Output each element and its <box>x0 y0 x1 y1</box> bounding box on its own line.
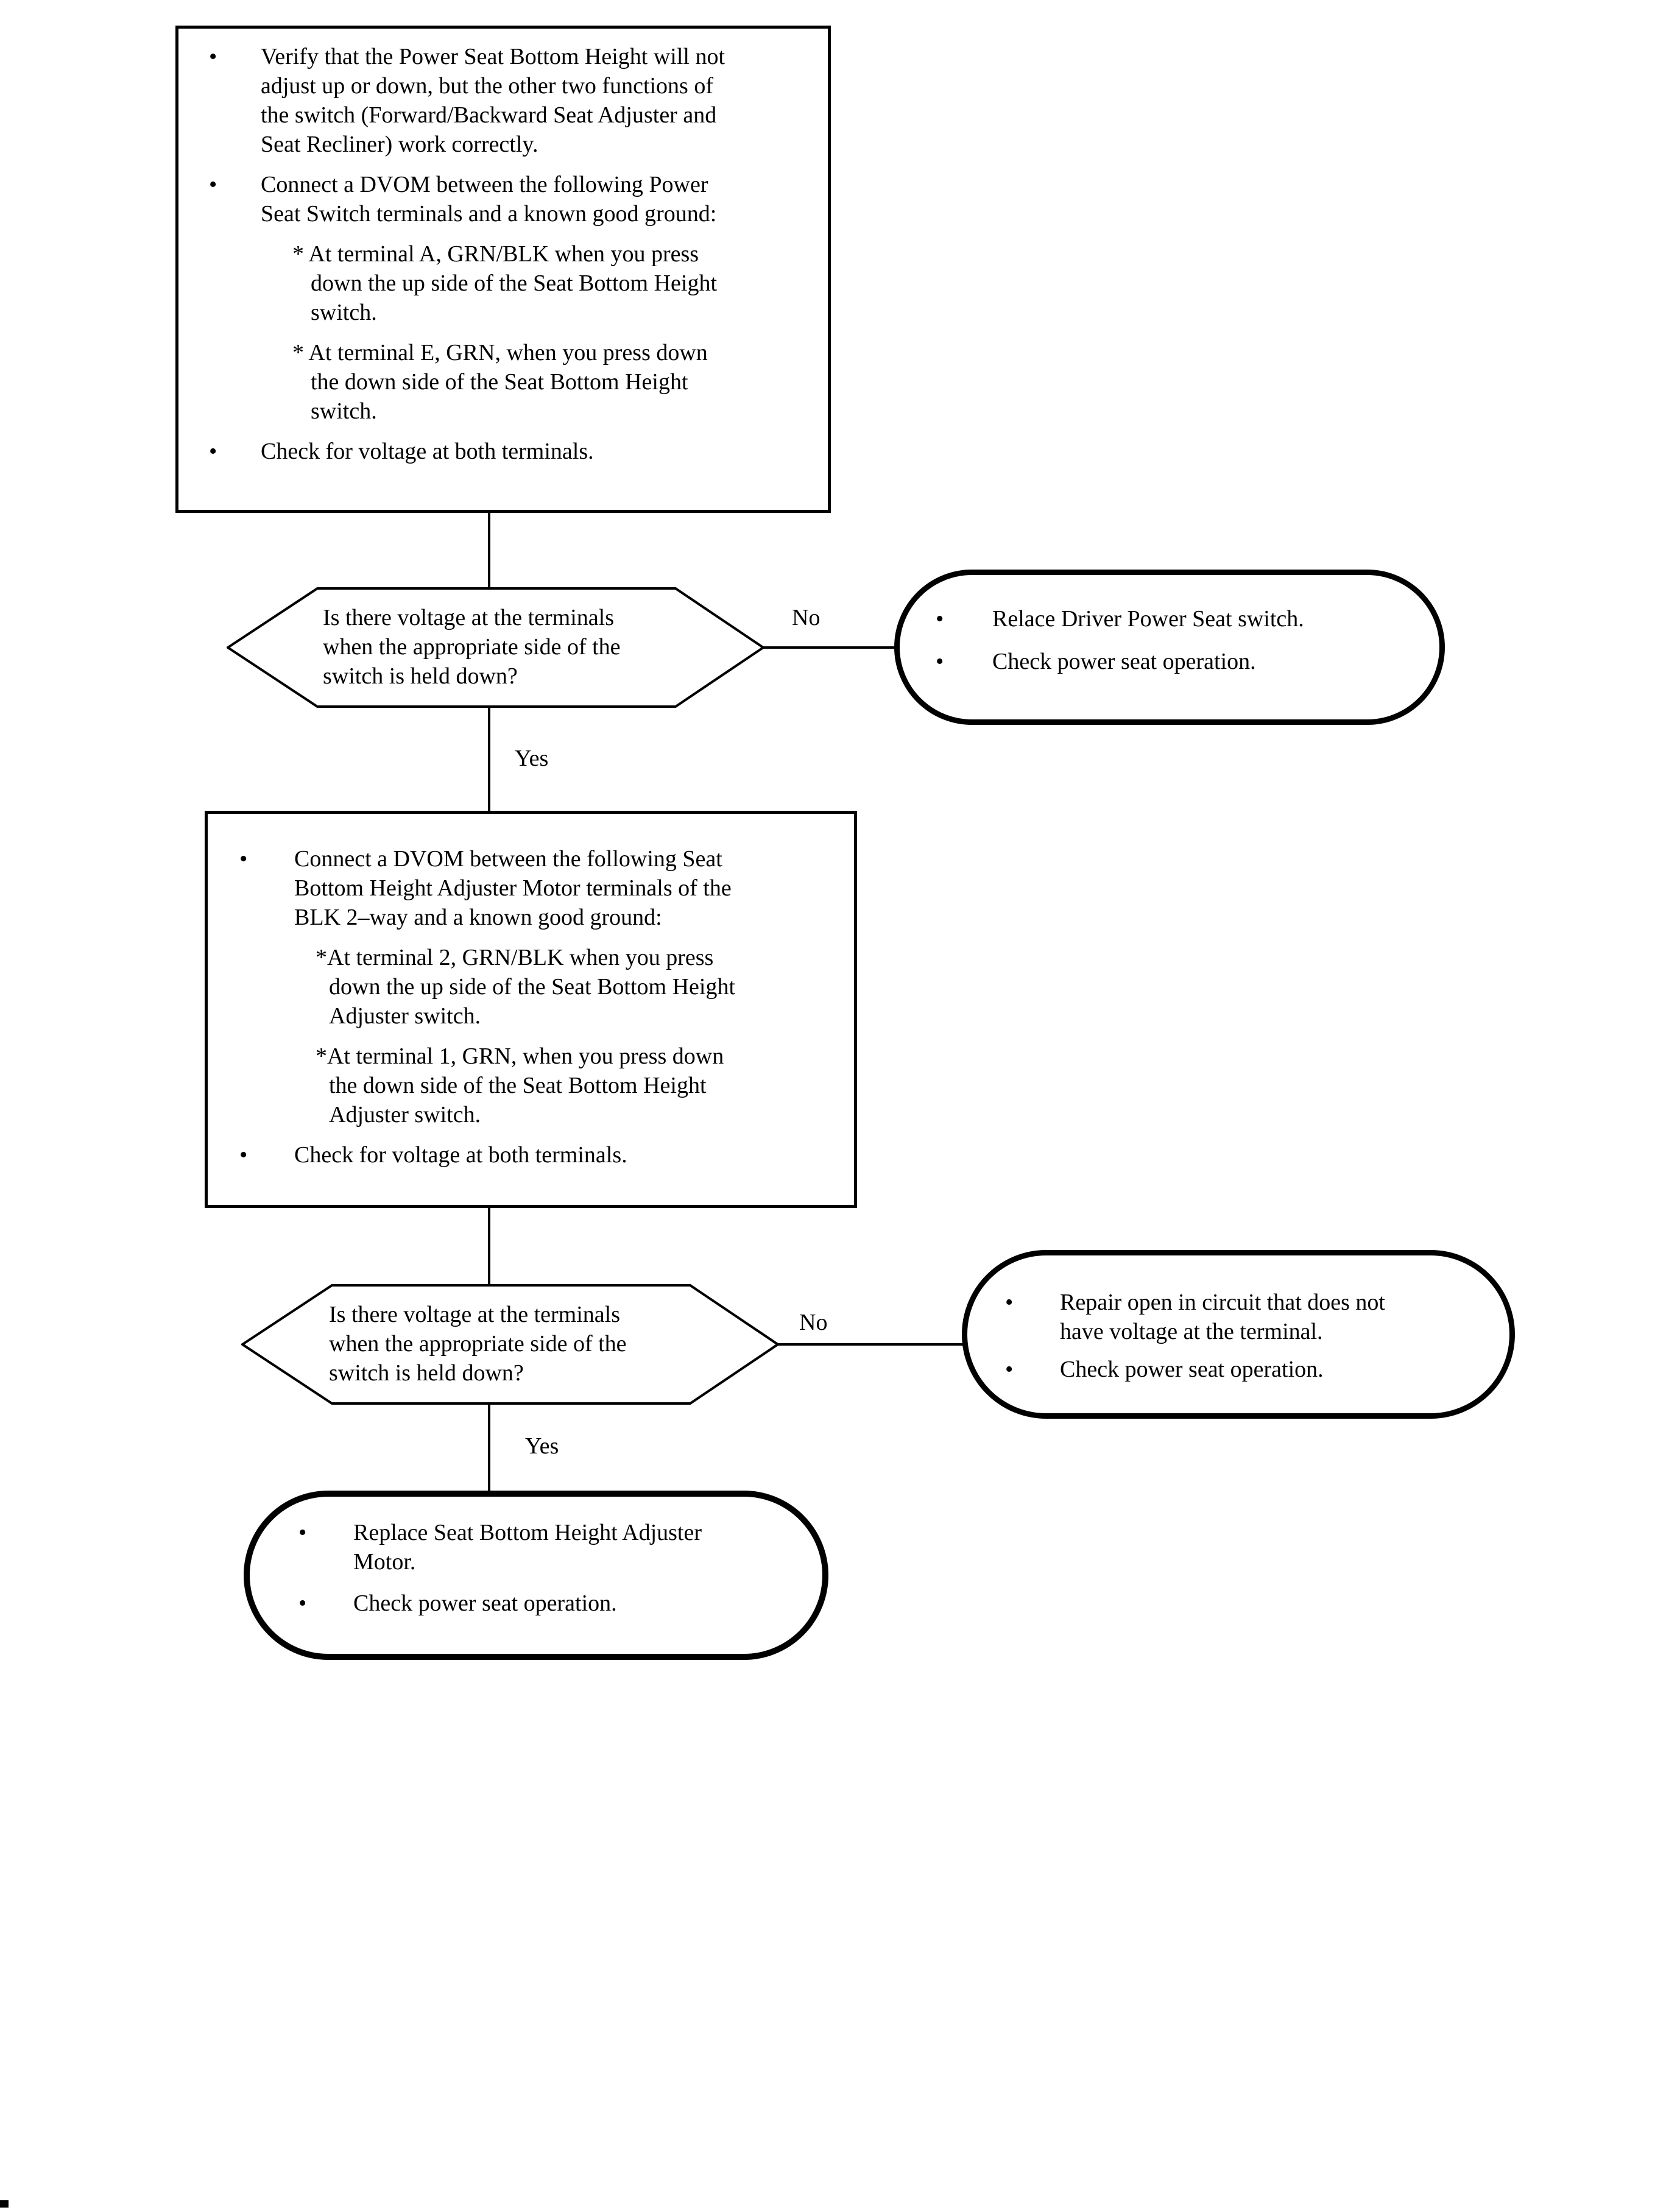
terminator-repair-open-circuit: • Repair open in circuit that does not h… <box>962 1250 1515 1419</box>
step-text: Connect a DVOM between the following Sea… <box>294 846 732 930</box>
terminator-replace-switch: • Relace Driver Power Seat switch. • Che… <box>894 570 1445 725</box>
list-item: • Verify that the Power Seat Bottom Heig… <box>209 42 813 159</box>
bullet-icon: • <box>936 649 944 674</box>
decision-voltage-at-terminals-1: Is there voltage at the terminals when t… <box>227 587 765 708</box>
terminator-replace-motor: • Replace Seat Bottom Height Adjuster Mo… <box>244 1491 828 1660</box>
step-text: Check for voltage at both terminals. <box>294 1142 627 1168</box>
bullet-icon: • <box>1005 1357 1014 1382</box>
list-item: • Check for voltage at both terminals. <box>239 1140 842 1170</box>
sub-step-text: * At terminal A, GRN/BLK when you press … <box>292 241 718 325</box>
list-item: • Connect a DVOM between the following P… <box>209 170 813 228</box>
list-item: • Relace Driver Power Seat switch. <box>936 604 1428 634</box>
decision-voltage-at-terminals-2: Is there voltage at the terminals when t… <box>241 1284 780 1405</box>
label-no-1: No <box>792 605 821 630</box>
connector-line-no-2 <box>777 1343 964 1346</box>
connector-line-vertical-3 <box>488 1207 490 1286</box>
decision-question: Is there voltage at the terminals when t… <box>323 605 621 689</box>
action-text: Repair open in circuit that does not hav… <box>1060 1290 1385 1344</box>
scan-artifact <box>0 2200 9 2208</box>
connector-line-vertical-4 <box>488 1403 490 1492</box>
list-item: • Replace Seat Bottom Height Adjuster Mo… <box>298 1518 811 1576</box>
bullet-icon: • <box>209 172 217 197</box>
list-item: • Check for voltage at both terminals. <box>209 437 813 466</box>
action-text: Check power seat operation. <box>992 649 1256 674</box>
bullet-icon: • <box>298 1590 307 1616</box>
bullet-icon: • <box>239 1142 248 1168</box>
label-no-2: No <box>799 1310 828 1335</box>
bullet-icon: • <box>1005 1290 1014 1315</box>
list-item: • Connect a DVOM between the following S… <box>239 844 842 932</box>
action-text: Replace Seat Bottom Height Adjuster Moto… <box>353 1520 702 1575</box>
sub-step-text: *At terminal 1, GRN, when you press down… <box>316 1043 724 1128</box>
step-text: Connect a DVOM between the following Pow… <box>261 172 717 227</box>
list-item: • Check power seat operation. <box>936 647 1428 676</box>
bullet-icon: • <box>209 44 217 69</box>
list-item: • Check power seat operation. <box>1005 1355 1498 1384</box>
bullet-icon: • <box>239 846 248 872</box>
label-yes-2: Yes <box>525 1433 559 1459</box>
action-text: Relace Driver Power Seat switch. <box>992 606 1304 632</box>
decision-question: Is there voltage at the terminals when t… <box>329 1302 627 1386</box>
bullet-icon: • <box>936 606 944 632</box>
connector-line-no-1 <box>763 646 897 649</box>
connector-line-vertical-2 <box>488 707 490 813</box>
action-text: Check power seat operation. <box>353 1590 617 1616</box>
list-item: • Repair open in circuit that does not h… <box>1005 1288 1498 1346</box>
process-box-check-motor-voltage: • Connect a DVOM between the following S… <box>205 811 857 1208</box>
bullet-icon: • <box>209 439 217 464</box>
sub-step-text: *At terminal 2, GRN/BLK when you press d… <box>316 945 736 1029</box>
list-item: • Check power seat operation. <box>298 1589 811 1618</box>
label-yes-1: Yes <box>515 746 549 771</box>
sub-step-text: * At terminal E, GRN, when you press dow… <box>292 340 708 424</box>
bullet-icon: • <box>298 1520 307 1545</box>
connector-line-vertical-1 <box>488 512 490 589</box>
step-text: Verify that the Power Seat Bottom Height… <box>261 44 725 157</box>
step-text: Check for voltage at both terminals. <box>261 439 594 464</box>
action-text: Check power seat operation. <box>1060 1357 1324 1382</box>
process-box-check-switch-voltage: • Verify that the Power Seat Bottom Heig… <box>175 26 831 513</box>
